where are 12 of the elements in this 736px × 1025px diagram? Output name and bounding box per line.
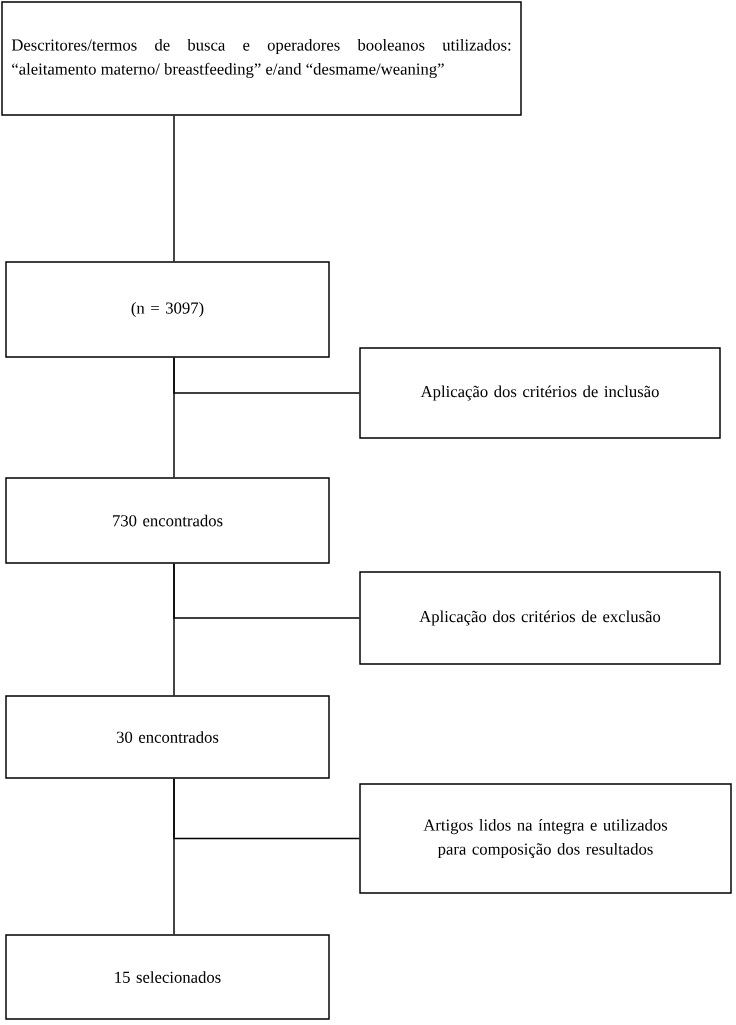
connector-line: [173, 115, 175, 262]
connector-line: [173, 357, 175, 478]
process-box: Descritores/termos de busca e operadores booleanos utilizados: “aleitamento materno/ breastfeeding” e/and “desmame/weaning”: [1, 1, 522, 116]
process-box: Aplicação dos critérios de exclusão: [359, 571, 721, 665]
process-box: 730 encontrados: [5, 477, 330, 564]
connector-line: [173, 778, 175, 935]
process-box: 30 encontrados: [5, 695, 330, 779]
process-box: (n = 3097): [5, 261, 330, 358]
process-box: 15 selecionados: [5, 934, 330, 1020]
process-box: Artigos lidos na íntegra e utilizados para composição dos resultados: [359, 783, 732, 894]
connector-line: [173, 563, 175, 696]
process-box: Aplicação dos critérios de inclusão: [359, 347, 721, 439]
